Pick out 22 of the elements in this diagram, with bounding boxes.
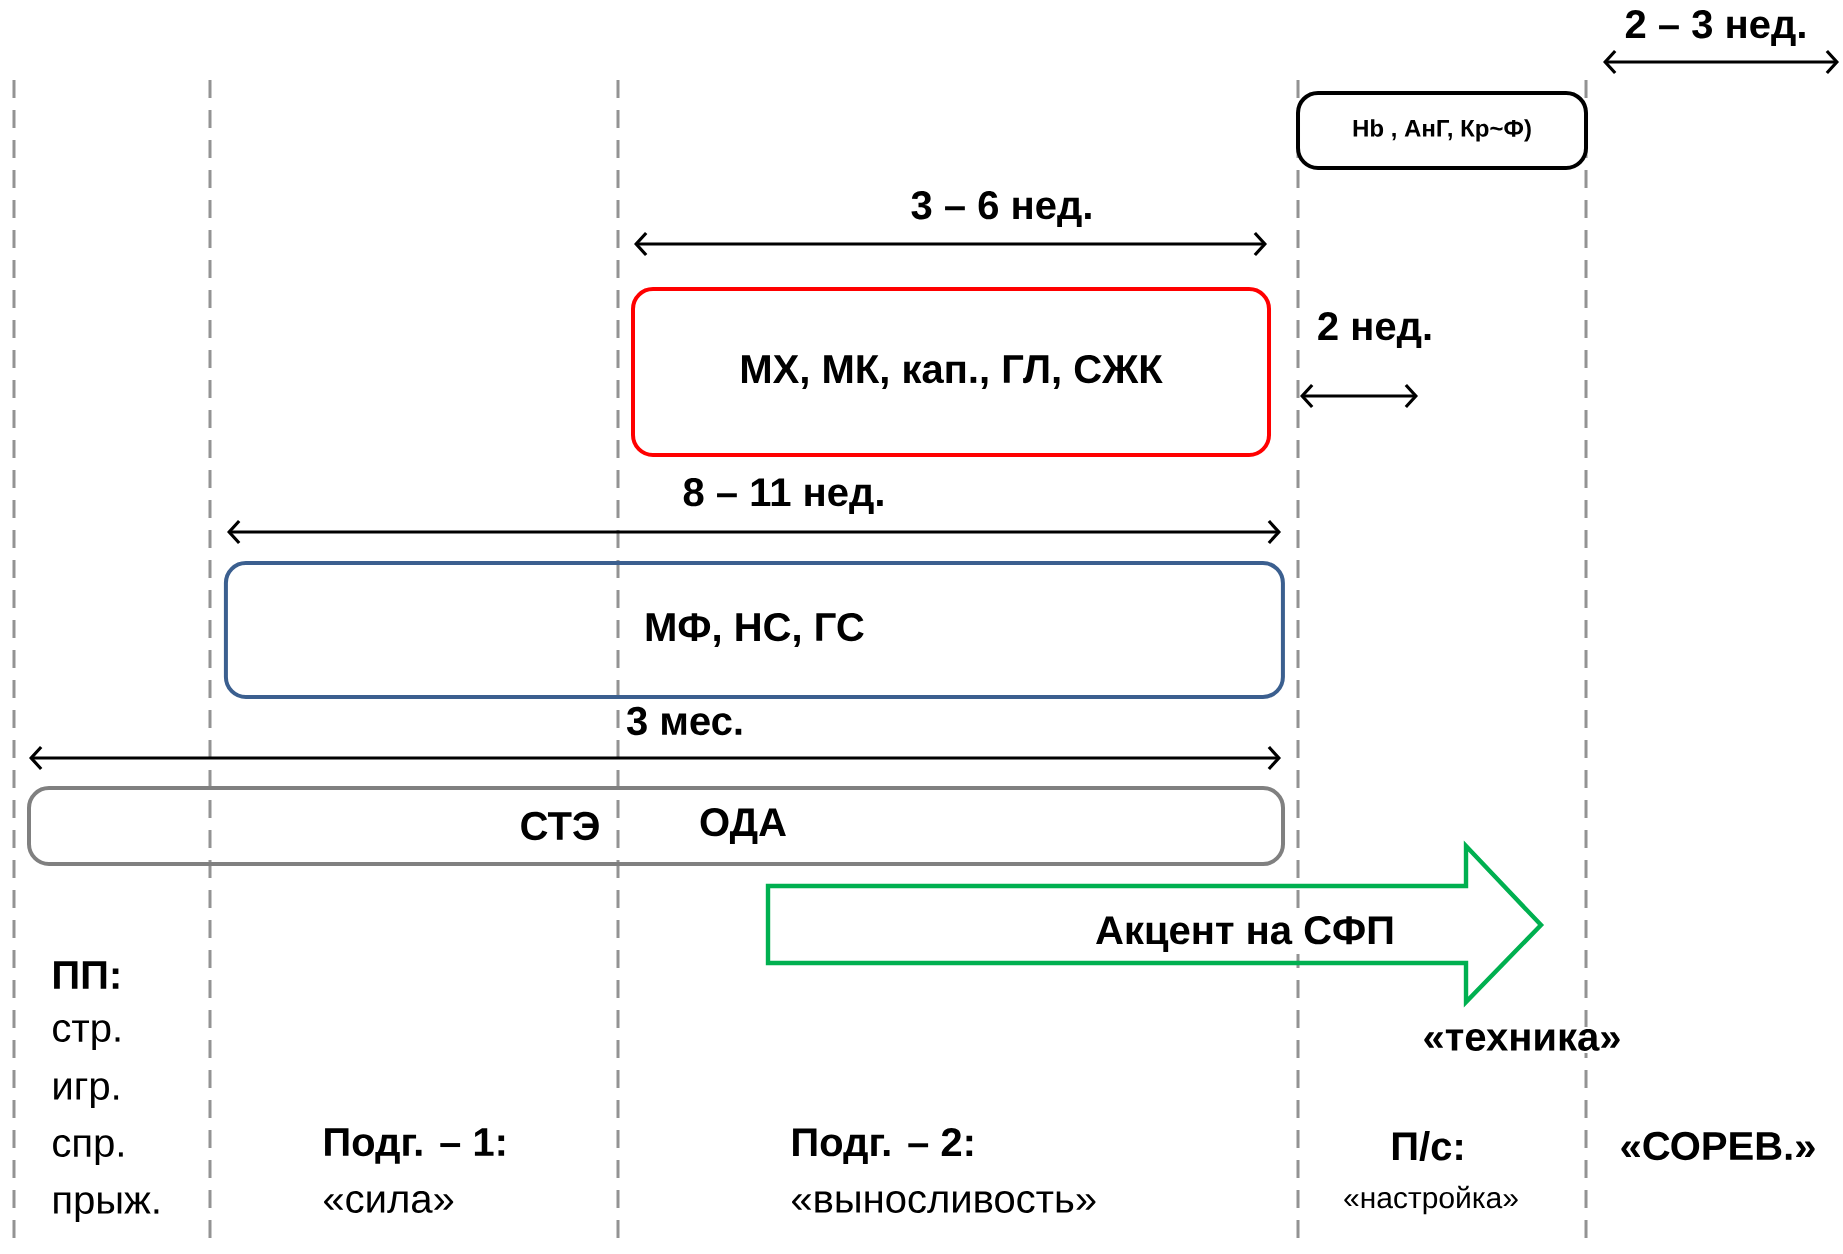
phase-label: Подг. – 1: xyxy=(320,1126,510,1166)
duration-label: 2 – 3 нед. xyxy=(1622,8,1810,48)
phase-label: «выносливость» xyxy=(788,1189,1100,1215)
phase-label: «СОРЕВ.» xyxy=(1617,1129,1819,1163)
phase-label: «техника» xyxy=(1420,1027,1624,1053)
phase-label: «сила» xyxy=(320,1189,457,1215)
rounded-box: МХ, МК, кап., ГЛ, СЖК xyxy=(631,287,1271,457)
duration-label: 8 – 11 нед. xyxy=(680,476,888,516)
phase-label: Подг. – 2: xyxy=(788,1126,978,1166)
rounded-box: МФ, НС, ГС xyxy=(223,561,1285,699)
phase-label: спр. xyxy=(49,1133,129,1167)
rounded-box: СТЭ ОДА xyxy=(27,786,1285,866)
rounded-box: Hb , АнГ, Кр~Ф) xyxy=(1296,90,1588,170)
phase-label: «настройка» xyxy=(1341,1183,1521,1217)
phase-label: стр. xyxy=(49,1018,126,1052)
phase-label: ПП: xyxy=(49,959,125,991)
duration-label: 2 нед. xyxy=(1314,310,1436,350)
phase-label: П/с: xyxy=(1388,1129,1468,1163)
phase-label: игр. xyxy=(49,1076,124,1110)
phase-label: прыж. xyxy=(49,1190,164,1224)
duration-label: 3 мес. xyxy=(624,704,746,738)
duration-label: 3 – 6 нед. xyxy=(908,189,1096,229)
